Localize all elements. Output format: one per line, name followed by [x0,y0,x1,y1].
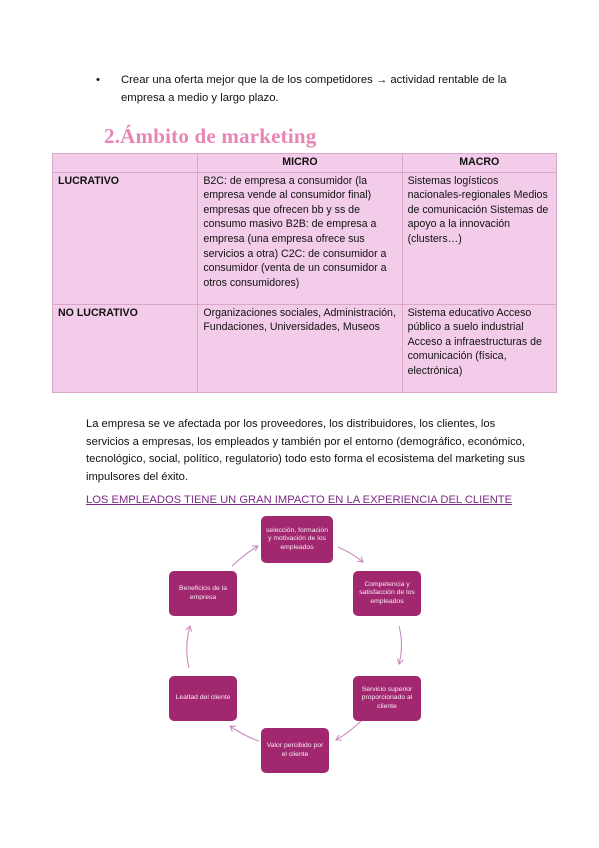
bullet-item: • Crear una oferta mejor que la de los c… [96,71,524,107]
cell-no-lucrativo-macro: Sistema educativo Acceso público a suelo… [401,303,558,393]
bullet-text: Crear una oferta mejor que la de los com… [121,74,507,104]
section-title: 2.Ámbito de marketing [104,124,317,148]
cell-lucrativo-macro: Sistemas logísticos nacionales-regionale… [401,171,558,305]
arrow-1-2 [337,546,364,563]
cycle-heading[interactable]: LOS EMPLEADOS TIENE UN GRAN IMPACTO EN L… [86,494,513,506]
arrow-6-1 [231,545,259,567]
ecosystem-paragraph: La empresa se ve afectada por los provee… [86,418,526,483]
arrow-4-5 [229,725,260,742]
arrow-5-6 [185,624,193,669]
marketing-scope-table: MICRO MACRO LUCRATIVO B2C: de empresa a … [51,153,558,393]
cycle-node-seleccion: selección, formación y motivación de los… [261,516,333,563]
table-row: NO LUCRATIVO Organizaciones sociales, Ad… [51,303,558,393]
bullet-symbol: • [96,74,100,86]
arrow-3-4 [335,719,363,741]
cycle-node-competencia: Competencia y satisfacción de los emplea… [353,571,421,616]
row-label-no-lucrativo: NO LUCRATIVO [51,303,199,393]
cycle-node-beneficios: Beneficios de la empresa [169,571,237,616]
cycle-node-lealtad: Lealtad del cliente [169,676,237,721]
arrow-2-3 [396,625,404,666]
cycle-node-servicio: Servicio superior proporcionado al clien… [353,676,421,721]
cycle-node-valor: Valor percibido por el cliente [261,728,329,773]
cell-no-lucrativo-micro: Organizaciones sociales, Administración,… [197,303,403,393]
